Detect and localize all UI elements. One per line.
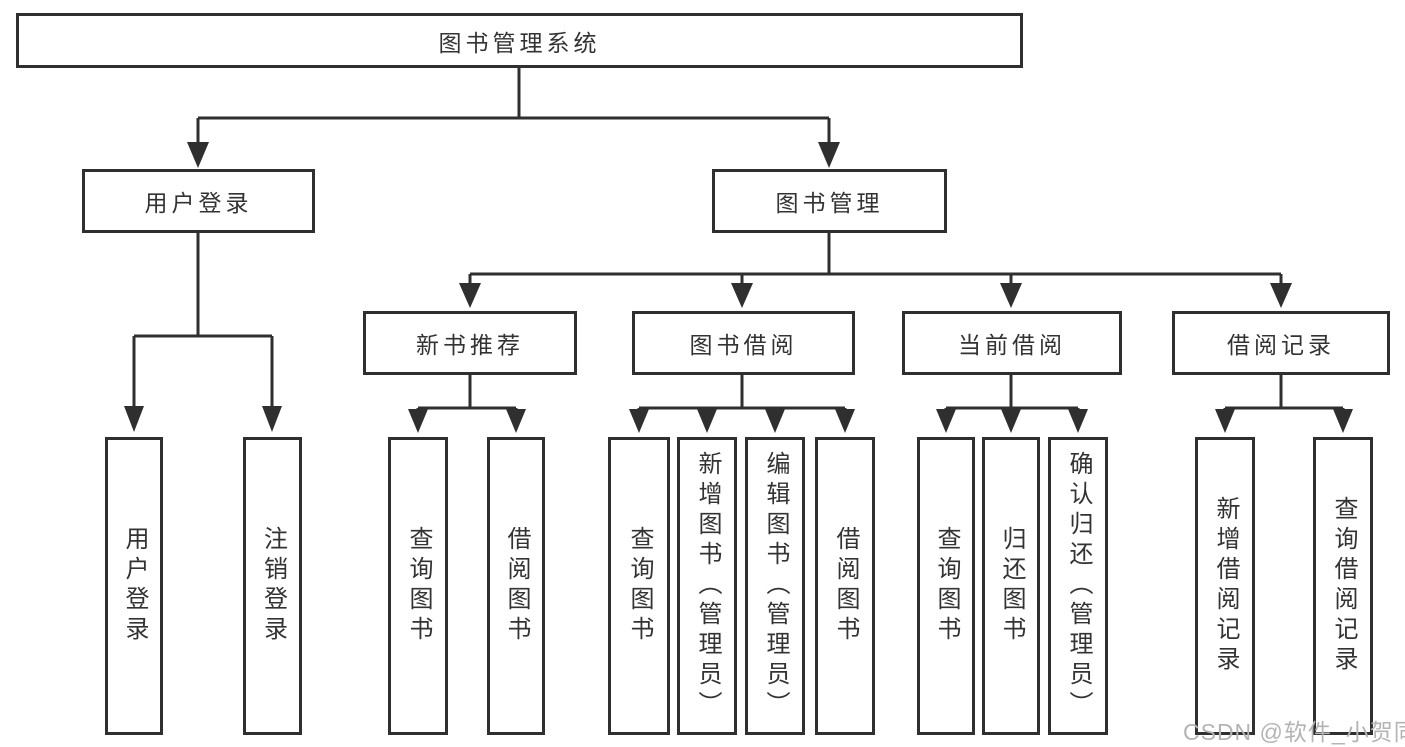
node-label: 新增借阅记录 — [1212, 496, 1239, 676]
arrowhead — [408, 409, 428, 433]
node-label: 注销登录 — [259, 526, 287, 646]
node-leaf-query-borrow-record: 查询借阅记录 — [1313, 437, 1373, 735]
node-leaf-logout-login: 注销登录 — [243, 437, 302, 735]
node-root-library-management-system: 图书管理系统 — [16, 13, 1023, 68]
arrowhead — [1270, 283, 1292, 308]
node-label: 查询图书 — [626, 526, 653, 646]
node-leaf-add-books-admin: 新增图书（管理员） — [677, 437, 737, 735]
node-label: 用户登录 — [144, 190, 253, 216]
node-label: 借阅图书 — [503, 526, 530, 646]
arrowhead — [1000, 283, 1022, 308]
node-label: 确认归还（管理员） — [1065, 451, 1092, 721]
connector-book-management-to-level3 — [459, 233, 1292, 308]
node-label: 借阅图书 — [832, 526, 859, 646]
node-label: 归还图书 — [998, 526, 1025, 646]
node-leaf-return-books: 归还图书 — [982, 437, 1040, 735]
node-leaf-query-books-borrow: 查询图书 — [608, 437, 670, 735]
csdn-watermark: CSDN @软件_小贺同学 — [1183, 719, 1405, 745]
node-leaf-edit-books-admin: 编辑图书（管理员） — [745, 437, 805, 735]
node-label: 借阅记录 — [1227, 332, 1335, 358]
connector-borrow-records-to-leaves — [1215, 375, 1353, 433]
arrowhead — [731, 283, 753, 308]
node-book-borrow: 图书借阅 — [632, 311, 855, 375]
arrowhead — [1333, 409, 1353, 433]
node-label: 查询借阅记录 — [1330, 496, 1357, 676]
arrowhead — [818, 142, 840, 168]
node-label: 新书推荐 — [416, 332, 524, 358]
arrowhead — [697, 409, 717, 433]
connector-new-book-recommend-to-leaves — [408, 375, 526, 433]
node-label: 编辑图书（管理员） — [762, 451, 789, 721]
node-leaf-user-login: 用户登录 — [105, 437, 163, 735]
node-current-borrow: 当前借阅 — [902, 311, 1122, 375]
connector-book-borrow-to-leaves — [629, 375, 855, 433]
arrowhead — [124, 406, 144, 432]
node-label: 查询图书 — [933, 526, 960, 646]
node-book-management: 图书管理 — [712, 169, 947, 233]
node-leaf-borrow-books: 借阅图书 — [815, 437, 875, 735]
node-label: 图书管理系统 — [438, 29, 601, 56]
arrowhead — [936, 409, 956, 433]
node-label: 查询图书 — [405, 526, 432, 646]
node-new-book-recommend: 新书推荐 — [363, 311, 577, 375]
connector-root-to-level2 — [187, 68, 840, 168]
node-leaf-add-borrow-record: 新增借阅记录 — [1195, 437, 1255, 735]
node-leaf-query-books-current: 查询图书 — [917, 437, 975, 735]
arrowhead — [1001, 409, 1021, 433]
connector-user-login-to-leaves — [124, 233, 282, 432]
node-label: 新增图书（管理员） — [694, 451, 721, 721]
arrowhead — [262, 406, 282, 432]
arrowhead — [506, 409, 526, 433]
node-leaf-confirm-return-admin: 确认归还（管理员） — [1048, 437, 1108, 735]
node-label: 当前借阅 — [958, 332, 1066, 358]
node-leaf-borrow-books-recommend: 借阅图书 — [487, 437, 545, 735]
node-leaf-query-books-recommend: 查询图书 — [388, 437, 448, 735]
arrowhead — [835, 409, 855, 433]
arrowhead — [1215, 409, 1235, 433]
node-label: 图书借阅 — [689, 332, 798, 358]
arrowhead — [187, 142, 209, 168]
node-user-login: 用户登录 — [82, 169, 315, 233]
arrowhead — [1068, 409, 1088, 433]
connector-current-borrow-to-leaves — [936, 375, 1088, 433]
arrowhead — [765, 409, 785, 433]
node-label: 用户登录 — [121, 526, 148, 646]
arrowhead — [629, 409, 649, 433]
node-borrow-records: 借阅记录 — [1172, 311, 1390, 375]
arrowhead — [459, 283, 481, 308]
node-label: 图书管理 — [775, 190, 884, 216]
